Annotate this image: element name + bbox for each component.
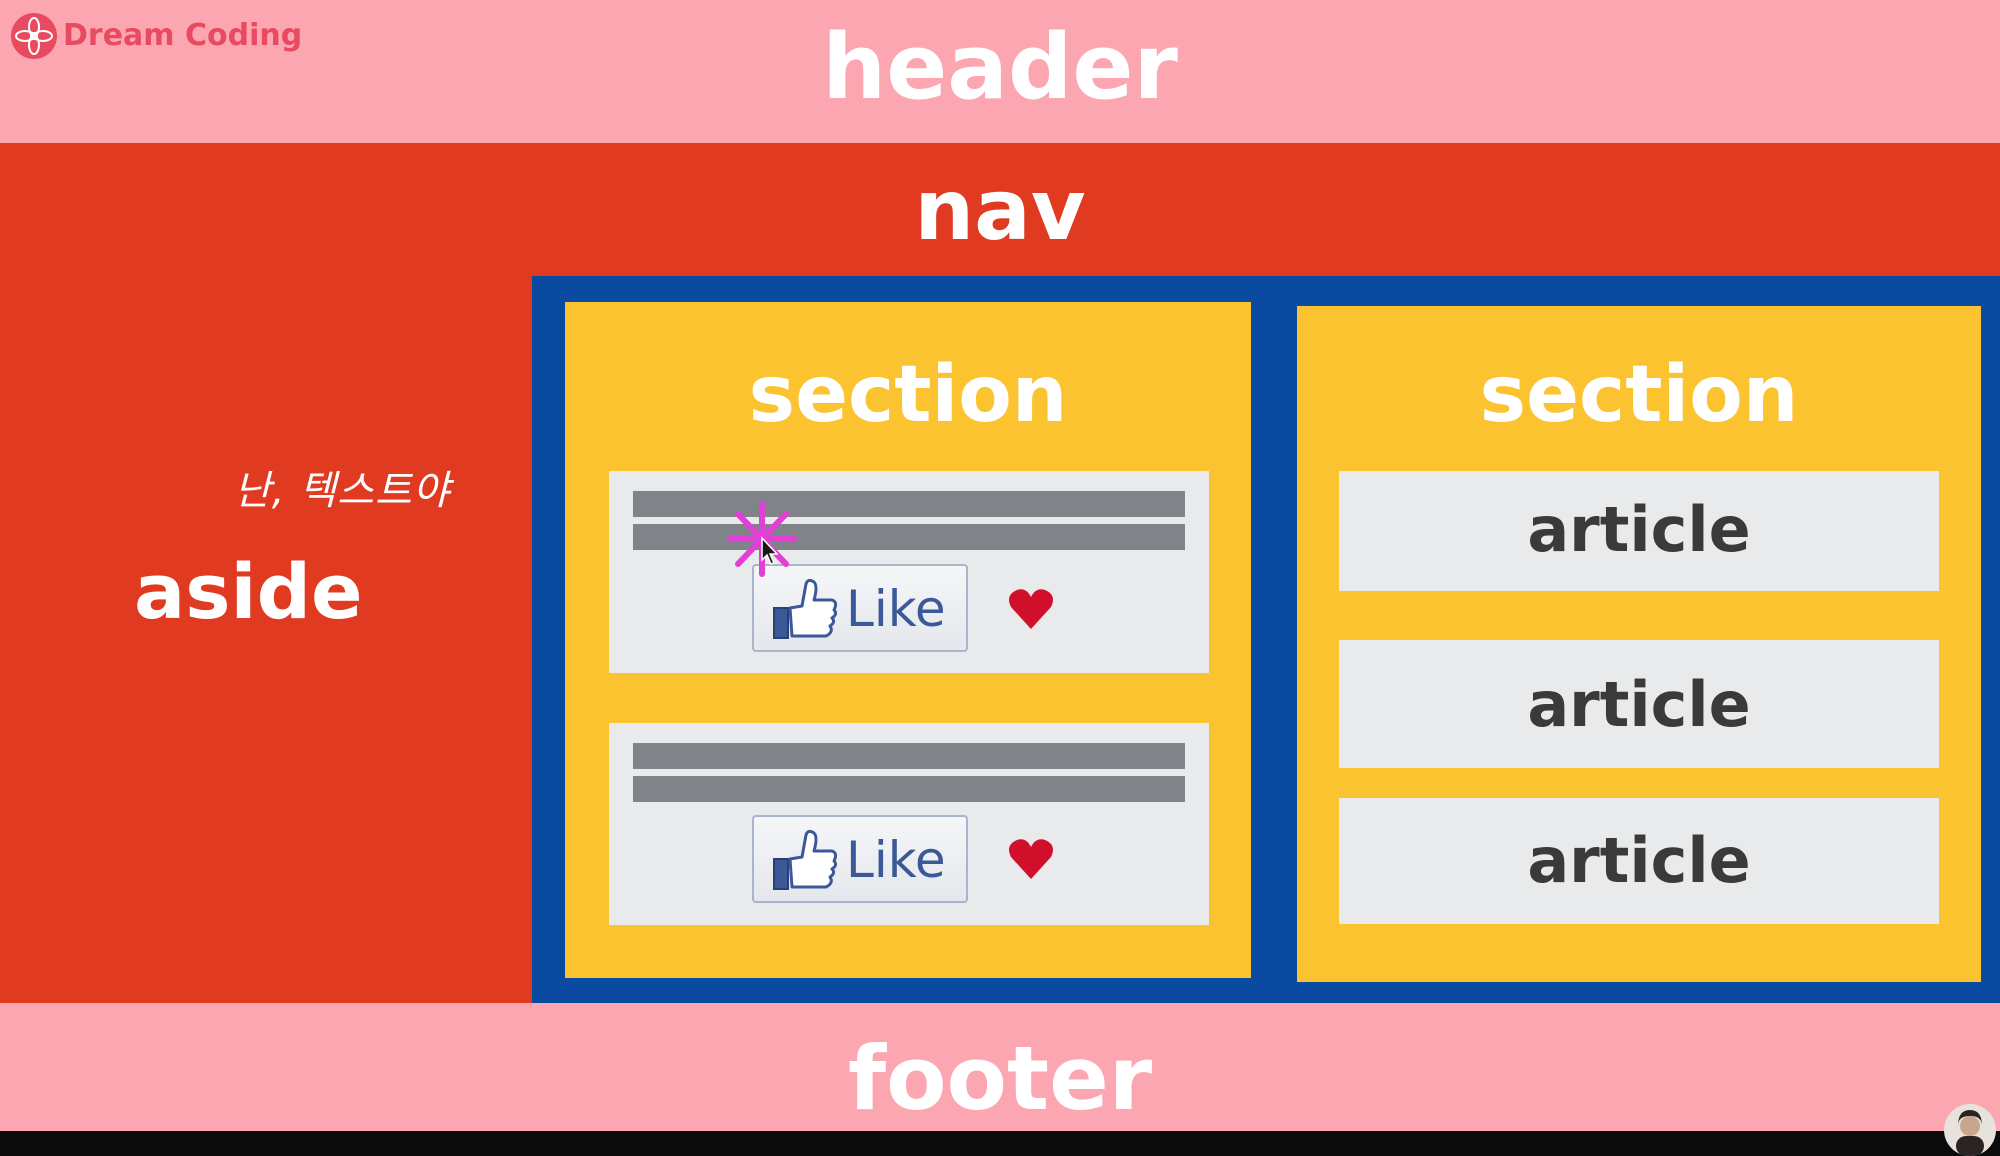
flower-logo-icon <box>11 13 57 59</box>
like-button-2[interactable]: Like <box>752 815 968 903</box>
avatar <box>1944 1104 1996 1156</box>
text-line-placeholder <box>633 491 1185 517</box>
brand-name: Dream Coding <box>63 18 303 53</box>
like-button-label: Like <box>846 831 946 889</box>
section-left-label: section <box>748 350 1068 440</box>
handwritten-note: 난, 텍스트야 <box>234 468 451 514</box>
aside-region: aside <box>0 276 532 1003</box>
nav-region: nav <box>0 143 2000 276</box>
article-box-3: article <box>1339 798 1939 924</box>
text-line-placeholder <box>633 776 1185 802</box>
text-line-placeholder <box>633 524 1185 550</box>
article-label: article <box>1527 824 1751 897</box>
section-right-label: section <box>1479 350 1799 440</box>
header-region: header <box>0 0 2000 143</box>
footer-label: footer <box>847 1027 1153 1130</box>
article-box-1: article <box>1339 471 1939 591</box>
thumbs-up-icon <box>773 578 838 639</box>
footer-region: footer <box>0 1003 2000 1131</box>
nav-label: nav <box>914 161 1086 259</box>
article-label: article <box>1527 493 1751 566</box>
heart-icon[interactable] <box>1007 837 1055 881</box>
thumbs-up-icon <box>773 829 838 890</box>
text-line-placeholder <box>633 743 1185 769</box>
like-button-label: Like <box>846 580 946 638</box>
heart-icon[interactable] <box>1007 587 1055 631</box>
like-button-1[interactable]: Like <box>752 564 968 652</box>
article-label: article <box>1527 668 1751 741</box>
presenter-avatar-icon <box>1956 1110 1984 1156</box>
post-card-2: Like <box>609 723 1209 925</box>
aside-label: aside <box>134 547 363 636</box>
header-label: header <box>822 15 1178 120</box>
article-box-2: article <box>1339 640 1939 768</box>
post-card-1: Like <box>609 471 1209 673</box>
mouse-cursor-icon <box>761 536 779 565</box>
